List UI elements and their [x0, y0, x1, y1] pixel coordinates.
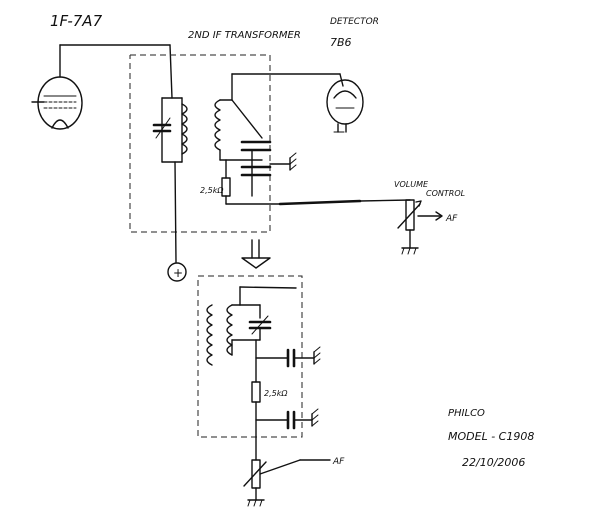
resistor-top-label: 2,5kΩ — [200, 186, 224, 195]
lower-primary-coil-icon — [206, 304, 213, 366]
primary-capacitor-icon — [152, 117, 172, 139]
secondary-coil-icon — [214, 99, 221, 151]
lower-circuit: 2,5kΩ AF — [206, 286, 345, 507]
input-tube-icon — [31, 44, 173, 130]
brand-label: PHILCO — [448, 408, 485, 419]
lower-shield-box — [197, 275, 303, 438]
control-label: CONTROL — [426, 189, 465, 198]
secondary-capacitor-icon — [240, 140, 272, 177]
b-plus-terminal: + — [167, 262, 187, 282]
detector-tube-label: 7B6 — [330, 36, 352, 49]
af-top-label: AF — [445, 214, 458, 224]
primary-coil-icon — [181, 103, 188, 155]
upper-shield-box — [129, 54, 271, 233]
lower-secondary-coil-icon — [226, 304, 233, 356]
lower-bypass-capacitor-2-icon — [286, 410, 296, 430]
volume-potentiometer-icon — [397, 199, 443, 255]
secondary-tank: 2,5kΩ — [200, 73, 411, 206]
ground-icon-lower-2 — [311, 408, 319, 427]
tube1-label: 1F-7A7 — [50, 12, 103, 30]
resistor-top — [221, 159, 231, 205]
resistor-bottom — [251, 381, 261, 403]
ground-icon-top — [289, 152, 297, 171]
model-label: MODEL - C1908 — [448, 430, 534, 443]
ground-icon-lower-1 — [313, 346, 321, 365]
af-bottom-label: AF — [332, 457, 345, 467]
transformer-label: 2ND IF TRANSFORMER — [188, 30, 301, 41]
lower-bypass-capacitor-1-icon — [286, 348, 296, 368]
volume-label: VOLUME — [394, 180, 429, 189]
resistor-bottom-label: 2,5kΩ — [264, 389, 288, 398]
detector-label: DETECTOR — [330, 17, 379, 27]
output-potentiometer-icon — [243, 459, 331, 507]
primary-tank — [152, 97, 188, 263]
detector-tube-icon — [326, 79, 364, 133]
date-label: 22/10/2006 — [462, 456, 525, 469]
b-plus-label: + — [173, 266, 183, 280]
down-arrow-icon — [241, 239, 271, 269]
